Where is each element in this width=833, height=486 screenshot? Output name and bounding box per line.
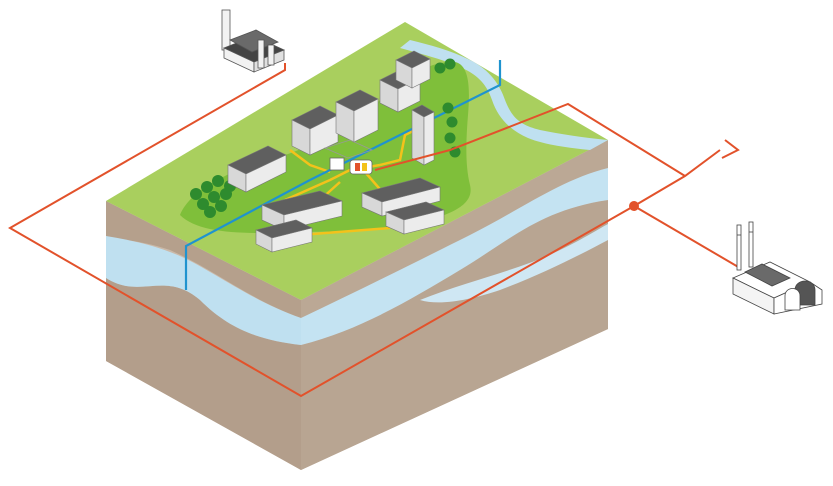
tree	[190, 188, 202, 200]
aquifer-right	[301, 168, 608, 345]
tree-cluster-right	[434, 58, 461, 158]
district-pipe-to-plant	[633, 205, 741, 269]
tree-cluster-left	[190, 175, 236, 218]
tree	[446, 116, 458, 128]
river	[400, 40, 608, 150]
apartment-building	[395, 50, 431, 89]
local-pipe-3	[379, 128, 416, 167]
apartment-building	[335, 89, 379, 143]
tree	[215, 200, 227, 212]
local-pipe-5	[299, 226, 391, 237]
district-pipe-local-link	[374, 102, 686, 177]
tree	[444, 58, 456, 70]
heat-plant-icon	[221, 9, 286, 73]
tree	[442, 102, 454, 114]
tree	[201, 181, 213, 193]
tree	[220, 188, 232, 200]
network-junction	[629, 201, 639, 211]
soil-upper-band-right	[301, 140, 608, 318]
apartment-building	[411, 104, 435, 166]
apartment-building	[361, 177, 441, 217]
apartment-building	[385, 201, 445, 235]
aquifer-left	[106, 236, 301, 345]
substation-icon	[323, 139, 374, 175]
tree	[444, 132, 456, 144]
ground-block	[106, 22, 608, 470]
water-pipe	[184, 60, 502, 290]
tree	[208, 191, 220, 203]
aquifer-right-lens	[420, 224, 608, 303]
tree	[434, 62, 446, 74]
tree	[212, 175, 224, 187]
apartment-building	[227, 145, 287, 193]
factory-icon	[732, 221, 823, 315]
soil-upper-band-left	[106, 201, 301, 318]
flow-arrow-icon	[721, 139, 740, 159]
apartment-building	[291, 105, 339, 156]
district-heating-network	[7, 63, 741, 398]
local-pipe-2	[289, 149, 331, 174]
apartment-building	[255, 219, 313, 253]
soil-layer-left	[106, 278, 301, 470]
tree	[204, 206, 216, 218]
tree	[197, 198, 209, 210]
buildings	[227, 50, 445, 253]
